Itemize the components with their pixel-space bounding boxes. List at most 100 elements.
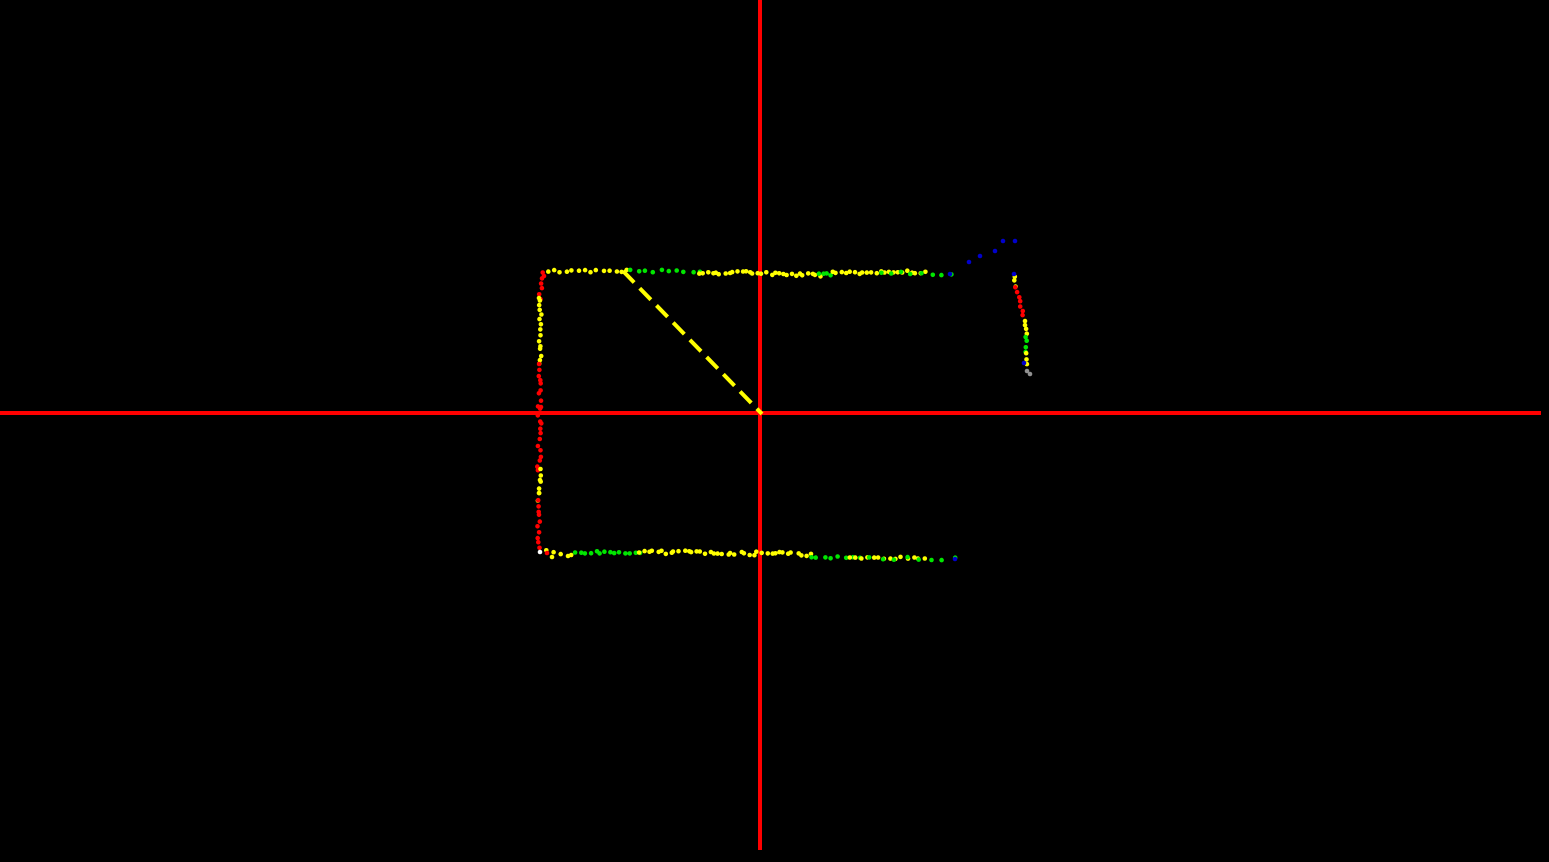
scan-point: [977, 253, 983, 259]
scan-point: [659, 267, 665, 273]
scan-point: [853, 555, 858, 560]
scan-point: [905, 554, 910, 560]
scan-point: [794, 273, 799, 279]
scan-point: [852, 269, 858, 275]
scan-point: [537, 357, 543, 363]
scan-point: [1012, 278, 1017, 283]
scan-point: [773, 551, 778, 556]
scan-point: [535, 443, 541, 449]
scan-point: [536, 530, 542, 535]
scan-point: [535, 497, 541, 503]
scan-point: [916, 557, 921, 562]
scan-point: [697, 271, 702, 276]
scan-point: [588, 269, 593, 275]
scan-point: [537, 519, 543, 524]
scan-point: [538, 466, 543, 472]
scan-point: [715, 551, 720, 556]
scan-point: [816, 271, 822, 277]
scan-point: [929, 557, 934, 563]
scan-point: [535, 464, 540, 469]
scan-point: [905, 268, 910, 274]
scan-point: [741, 551, 747, 556]
scan-point: [551, 549, 556, 555]
scan-point: [939, 557, 944, 563]
scan-point: [835, 554, 840, 559]
scan-point: [789, 271, 795, 277]
scan-point: [880, 556, 886, 562]
scan-point: [1017, 298, 1023, 304]
scan-point: [538, 381, 543, 386]
scan-point: [536, 361, 542, 367]
scan-point: [681, 269, 686, 275]
scan-point: [700, 271, 705, 276]
scan-point: [859, 556, 864, 561]
scan-point: [888, 271, 894, 276]
scan-point: [536, 302, 542, 308]
scan-point: [992, 248, 998, 254]
scan-point: [538, 404, 544, 410]
scan-point: [557, 270, 562, 275]
scan-point: [923, 269, 928, 275]
scan-point: [538, 398, 544, 404]
scan-point: [558, 551, 563, 557]
scan-point: [702, 551, 708, 557]
scan-point: [1017, 295, 1022, 300]
scan-point: [847, 555, 853, 560]
scan-point: [597, 551, 602, 556]
scan-point: [808, 551, 814, 557]
scan-point: [536, 504, 541, 509]
scan-point: [674, 268, 679, 273]
scan-point: [711, 551, 717, 556]
scan-point: [536, 539, 541, 545]
scan-point: [536, 512, 542, 518]
scan-point: [947, 271, 953, 277]
scan-point: [538, 454, 544, 460]
scan-point: [888, 556, 893, 561]
scan-point: [912, 555, 917, 560]
scan-point: [649, 548, 655, 554]
scan-point: [688, 549, 694, 555]
scan-point: [871, 555, 877, 560]
scan-point: [593, 267, 599, 273]
scan-point: [666, 268, 672, 274]
scan-point: [535, 524, 540, 529]
scan-point: [833, 270, 838, 276]
scan-point: [731, 552, 737, 557]
scan-point: [549, 554, 555, 560]
scan-point: [537, 346, 543, 352]
scan-point: [727, 550, 733, 556]
scan-point: [537, 367, 542, 373]
scan-point: [773, 270, 778, 276]
scan-point: [659, 548, 664, 554]
scan-point: [723, 271, 728, 276]
scan-point: [565, 553, 571, 559]
scan-point: [537, 307, 542, 313]
scan-point: [868, 270, 874, 275]
scan-point: [538, 322, 544, 327]
scan-point: [607, 268, 612, 274]
scan-point: [839, 269, 845, 275]
scan-point: [537, 436, 543, 442]
scan-point: [754, 549, 759, 554]
scan-point: [1011, 271, 1017, 277]
scan-point: [642, 268, 648, 274]
scan-point: [1023, 345, 1029, 350]
scan-point: [537, 458, 543, 463]
scan-point: [828, 556, 833, 561]
scan-point: [650, 269, 656, 275]
scan-point: [866, 555, 872, 560]
scan-point: [1022, 318, 1028, 324]
scan-point: [749, 271, 755, 276]
scan-point: [875, 555, 881, 560]
scan-point: [636, 550, 642, 555]
scan-point: [588, 550, 594, 556]
scan-point: [536, 486, 542, 491]
scan-point: [541, 273, 547, 279]
scan-point: [919, 271, 924, 276]
scan-point: [538, 281, 544, 286]
scan-point: [539, 285, 545, 291]
scan-point: [1023, 350, 1029, 356]
scan-point: [912, 270, 918, 276]
